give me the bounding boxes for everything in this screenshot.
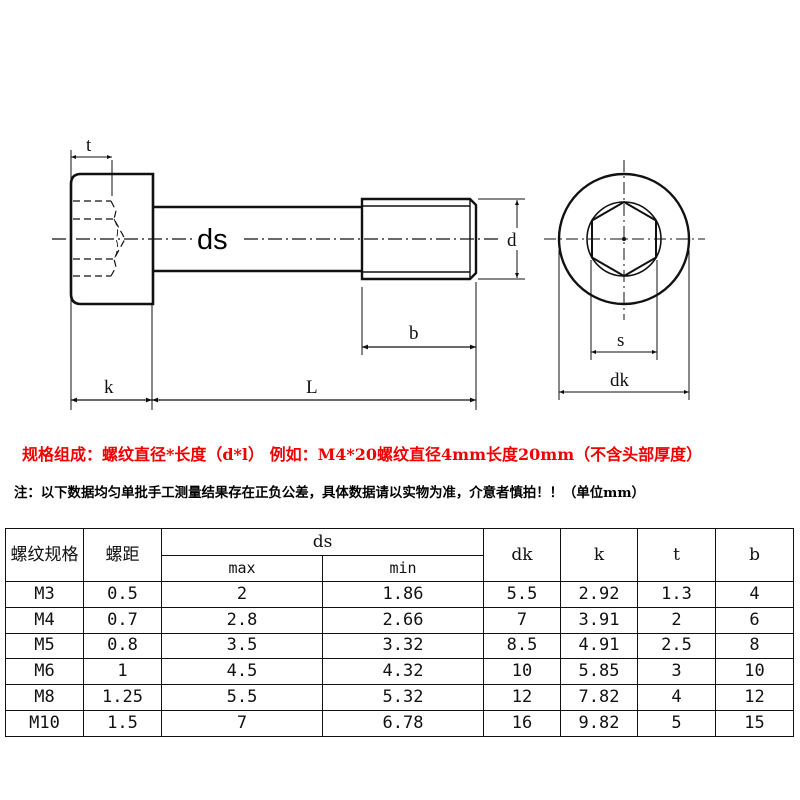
- cell-k: 4.91: [560, 632, 639, 660]
- head-outer-circle: [557, 172, 691, 306]
- cell-spec: M3: [5, 581, 84, 608]
- cell-ds-min: 2.66: [321, 606, 485, 634]
- cell-dk: 12: [483, 684, 562, 711]
- header-t: t: [637, 528, 717, 582]
- label-t: t: [86, 135, 92, 156]
- cell-k: 9.82: [560, 709, 639, 737]
- cell-t: 5: [637, 709, 717, 737]
- cell-b: 4: [715, 581, 795, 608]
- cell-ds-min: 5.32: [321, 684, 485, 711]
- table-row: M4 0.7 2.8 2.66 7 3.91 2 6: [5, 606, 795, 634]
- cell-dk: 10: [483, 658, 562, 686]
- cell-t: 1.3: [637, 581, 717, 608]
- label-k: k: [104, 377, 114, 398]
- cell-ds-min: 4.32: [321, 658, 485, 686]
- cell-t: 3: [637, 658, 717, 686]
- cell-pitch: 1: [83, 658, 162, 686]
- cell-dk: 16: [483, 709, 562, 737]
- cell-ds-min: 3.32: [321, 632, 485, 660]
- cell-b: 8: [715, 632, 795, 660]
- side-view: [52, 150, 525, 410]
- table-row: M8 1.25 5.5 5.32 12 7.82 4 12: [5, 684, 795, 711]
- header-ds: ds: [160, 528, 485, 556]
- cell-k: 2.92: [560, 581, 639, 608]
- cell-dk: 5.5: [483, 581, 562, 608]
- cell-t: 2: [637, 606, 717, 634]
- table-row: M6 1 4.5 4.32 10 5.85 3 10: [5, 658, 795, 686]
- cell-t: 4: [637, 684, 717, 711]
- cell-b: 12: [715, 684, 795, 711]
- cell-spec: M5: [5, 632, 84, 660]
- cell-b: 10: [715, 658, 795, 686]
- cell-ds-min: 1.86: [321, 581, 485, 608]
- label-s: s: [617, 330, 624, 351]
- cell-spec: M8: [5, 684, 84, 711]
- measurement-note: 注：以下数据均匀单批手工测量结果存在正负公差，具体数据请以实物为准，介意者慎拍！…: [14, 485, 645, 501]
- screw-technical-drawing: t ds d b k L s dk: [52, 135, 705, 410]
- cell-b: 15: [715, 709, 795, 737]
- table-row: M10 1.5 7 6.78 16 9.82 5 15: [5, 709, 795, 737]
- cell-spec: M4: [5, 606, 84, 634]
- label-ds: ds: [197, 224, 228, 256]
- header-ds-max: max: [161, 555, 323, 582]
- dimension-table: 螺纹规格 螺距 ds dk k t b max min M3 0.5 2 1.8…: [5, 528, 795, 737]
- cell-pitch: 0.7: [83, 606, 162, 634]
- cell-k: 7.82: [560, 684, 639, 711]
- cell-ds-max: 7: [161, 709, 323, 737]
- cell-k: 3.91: [560, 606, 639, 634]
- cell-ds-max: 3.5: [161, 632, 323, 660]
- header-pitch: 螺距: [83, 528, 162, 582]
- header-ds-min: min: [321, 555, 485, 582]
- cell-dk: 8.5: [483, 632, 562, 660]
- hex-socket: [591, 200, 657, 278]
- label-dk: dk: [610, 370, 630, 391]
- cell-spec: M10: [5, 709, 84, 737]
- cell-ds-min: 6.78: [321, 709, 485, 737]
- cell-b: 6: [715, 606, 795, 634]
- header-dk: dk: [483, 528, 562, 582]
- cell-pitch: 0.5: [83, 581, 162, 608]
- cell-dk: 7: [483, 606, 562, 634]
- header-thread-spec: 螺纹规格: [5, 528, 84, 582]
- cell-ds-max: 5.5: [161, 684, 323, 711]
- hex-socket-hidden-lines: [73, 200, 126, 277]
- screw-head: [69, 172, 155, 306]
- cell-ds-max: 2.8: [161, 606, 323, 634]
- header-k: k: [560, 528, 639, 582]
- cell-ds-max: 2: [161, 581, 323, 608]
- spec-format-description: 规格组成：螺纹直径*长度（d*l） 例如：M4*20螺纹直径4mm长度20mm（…: [22, 445, 703, 464]
- label-b: b: [409, 323, 419, 344]
- cell-k: 5.85: [560, 658, 639, 686]
- cell-pitch: 1.25: [83, 684, 162, 711]
- header-b: b: [715, 528, 795, 582]
- table-row: M5 0.8 3.5 3.32 8.5 4.91 2.5 8: [5, 632, 795, 660]
- end-view: [544, 160, 705, 400]
- label-d: d: [507, 230, 517, 251]
- label-L: L: [306, 377, 318, 398]
- cell-pitch: 1.5: [83, 709, 162, 737]
- cell-ds-max: 4.5: [161, 658, 323, 686]
- cell-t: 2.5: [637, 632, 717, 660]
- cell-spec: M6: [5, 658, 84, 686]
- table-row: M3 0.5 2 1.86 5.5 2.92 1.3 4: [5, 581, 795, 608]
- cell-pitch: 0.8: [83, 632, 162, 660]
